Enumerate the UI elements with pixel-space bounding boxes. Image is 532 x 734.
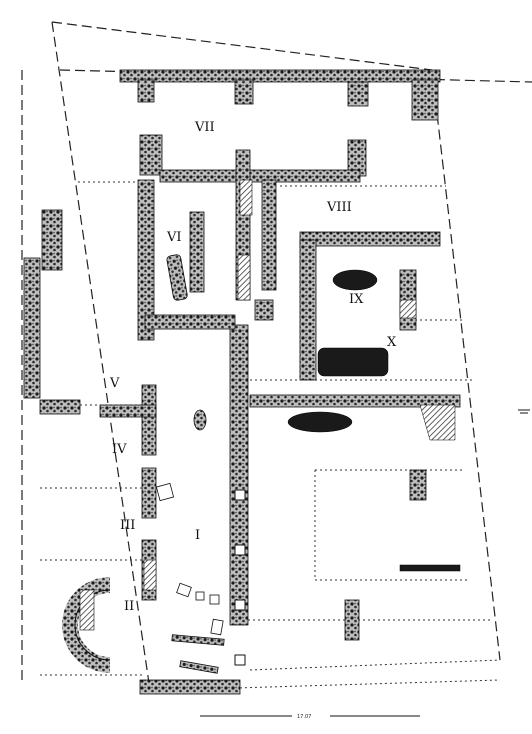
room-label-vii: VII [194, 120, 215, 135]
room-label-ii: II [124, 599, 134, 614]
room-label-iii: III [120, 518, 135, 533]
edge-tick-mark [518, 409, 530, 414]
apse-structure [62, 577, 111, 673]
wall-remains [23, 69, 461, 695]
room-label-x: X [387, 335, 397, 350]
room-label-ix: IX [349, 292, 364, 307]
room-label-vi: VI [166, 230, 182, 245]
dark-features [287, 269, 461, 572]
scale-bar: 17.07 [200, 714, 420, 720]
room-label-i: I [195, 528, 200, 543]
scattered-fragments [155, 254, 274, 674]
room-label-iv: IV [112, 442, 127, 457]
room-labels: VII VIII VI IX X V IV III I II [109, 120, 397, 614]
room-label-v: V [109, 376, 120, 391]
hatched-areas [143, 179, 417, 591]
column-bases [234, 489, 246, 666]
room-label-viii: VIII [326, 200, 352, 215]
scale-bar-label: 17.07 [297, 714, 311, 720]
